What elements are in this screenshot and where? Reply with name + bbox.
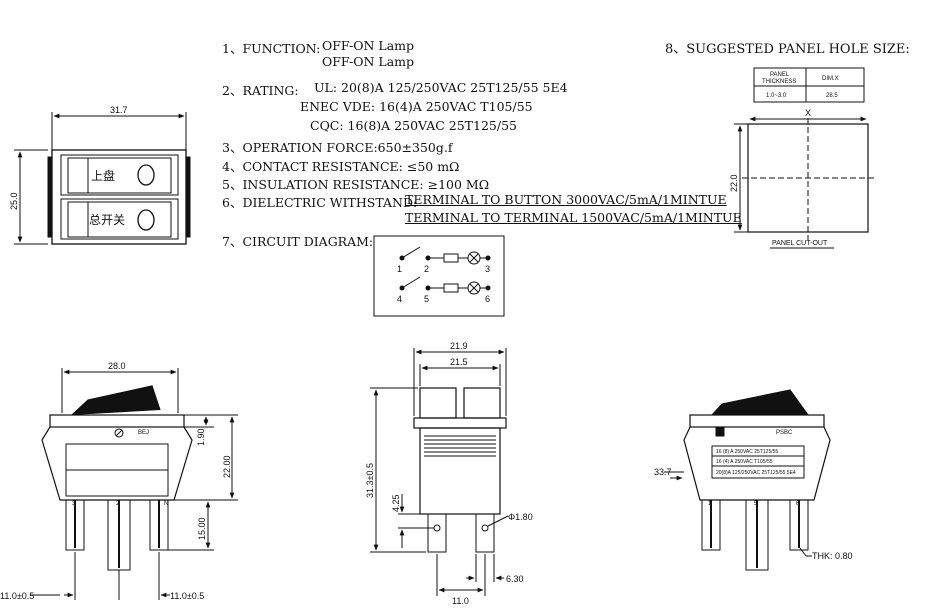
operation-force: 3、OPERATION FORCE:650±350g.f bbox=[222, 140, 453, 155]
back-view bbox=[664, 389, 831, 571]
panel-title: 8、SUGGESTED PANEL HOLE SIZE: bbox=[665, 42, 910, 57]
table-col1-header-2: THICKNESS bbox=[762, 79, 796, 85]
top-view bbox=[14, 112, 191, 245]
insulation-resistance: 5、INSULATION RESISTANCE: ≥100 MΩ bbox=[222, 177, 490, 192]
contact-resistance: 4、CONTACT RESISTANCE: ≤50 mΩ bbox=[222, 159, 460, 174]
side-hole: Φ1.80 bbox=[508, 512, 533, 522]
side-pin-width: 6.30 bbox=[506, 574, 524, 584]
front-view bbox=[30, 368, 238, 600]
dielectric-line-2: TERMINAL TO TERMINAL 1500VAC/5mA/1MINTUE bbox=[405, 210, 742, 225]
brand-logo bbox=[715, 427, 725, 437]
back-thk: THK: 0.80 bbox=[812, 551, 853, 561]
back-mark: PSBC bbox=[776, 430, 793, 436]
terminal-3 bbox=[485, 255, 491, 261]
table-col2-header: DIM.X bbox=[822, 76, 839, 82]
pin-2: 2 bbox=[424, 264, 429, 274]
front-pin-2: 2 bbox=[116, 501, 120, 507]
front-cap-height: 1.90 bbox=[196, 428, 206, 446]
cutout-caption: PANEL CUT-OUT bbox=[772, 240, 828, 247]
front-width: 28.0 bbox=[108, 361, 126, 371]
pin-5: 5 bbox=[424, 294, 429, 304]
pin-4: 4 bbox=[397, 294, 402, 304]
front-pin-3: 3 bbox=[72, 501, 76, 507]
back-pin-1: 1 bbox=[708, 501, 712, 507]
dim-top-height: 25.0 bbox=[9, 192, 19, 210]
side-pin-offset: 4.25 bbox=[391, 494, 401, 512]
rating-enec: ENEC VDE: 16(4)A 250VAC T105/55 bbox=[300, 99, 533, 114]
cutout-width: X bbox=[805, 108, 811, 118]
front-pin-height: 15.00 bbox=[197, 517, 207, 540]
side-width-outer: 21.9 bbox=[450, 341, 468, 351]
label-upper: 上盘 bbox=[91, 168, 115, 183]
table-thickness: 1.0~3.0 bbox=[766, 93, 787, 99]
label-lower: 总开关 bbox=[89, 213, 125, 227]
pin-hole-right bbox=[481, 524, 489, 532]
rating-label: 2、RATING: bbox=[222, 83, 299, 98]
rocker-button-back bbox=[711, 389, 809, 416]
circuit-diagram bbox=[373, 235, 505, 317]
back-pin-6: 6 bbox=[796, 501, 800, 507]
pin-6: 6 bbox=[485, 294, 490, 304]
back-label-line-1: 16 (8) A 250VAC 25T125/55 bbox=[716, 449, 778, 455]
pin-3: 3 bbox=[485, 264, 490, 274]
cutout-height: 22.0 bbox=[729, 174, 739, 192]
pin-hole-left bbox=[433, 524, 441, 532]
back-label-line-3: 20(8)A 125/250VAC 25T125/55 5E4 bbox=[716, 470, 796, 476]
circuit-label: 7、CIRCUIT DIAGRAM: bbox=[222, 234, 374, 249]
rating-cqc: CQC: 16(8)A 250VAC 25T125/55 bbox=[310, 118, 517, 133]
back-depth: 33.7 bbox=[654, 467, 672, 477]
table-dimx: 28.5 bbox=[826, 93, 838, 99]
screw-icon bbox=[114, 428, 124, 438]
panel-table bbox=[753, 67, 865, 103]
side-view bbox=[370, 348, 509, 596]
dielectric-line-1: TERMINAL TO BUTTON 3000VAC/5mA/1MINTUE bbox=[405, 192, 727, 207]
rocker-button bbox=[71, 385, 161, 416]
rating-ul: UL: 20(8)A 125/250VAC 25T125/55 5E4 bbox=[314, 80, 568, 95]
lamp-circle-lower bbox=[137, 209, 155, 231]
front-pitch-right: 11.0±0.5 bbox=[170, 591, 204, 601]
front-total-height: 22.00 bbox=[222, 455, 232, 478]
back-pin-5: 5 bbox=[754, 501, 758, 507]
terminal-6 bbox=[485, 285, 491, 291]
function-label: 1、FUNCTION: bbox=[222, 41, 321, 56]
side-pin-spacing: 11.0 bbox=[452, 596, 469, 606]
front-pin-n: N bbox=[164, 501, 168, 507]
front-pitch-left: 11.0±0.5 bbox=[0, 591, 34, 601]
panel-cutout bbox=[734, 116, 874, 249]
dielectric-label: 6、DIELECTRIC WITHSTAND: bbox=[222, 195, 418, 210]
function-line-1: OFF-ON Lamp bbox=[322, 38, 415, 53]
table-col1-header-1: PANEL bbox=[770, 72, 790, 78]
side-height: 31.3±0.5 bbox=[365, 463, 375, 498]
function-line-2: OFF-ON Lamp bbox=[322, 54, 415, 69]
side-width-inner: 21.5 bbox=[450, 357, 468, 367]
pin-1: 1 bbox=[397, 264, 402, 274]
lamp-circle-upper bbox=[137, 164, 155, 186]
back-label-line-2: 16 (4) A 250VAC T105/55 bbox=[716, 459, 773, 465]
front-mark: BEJ bbox=[138, 430, 149, 436]
dim-top-width: 31.7 bbox=[110, 105, 128, 115]
